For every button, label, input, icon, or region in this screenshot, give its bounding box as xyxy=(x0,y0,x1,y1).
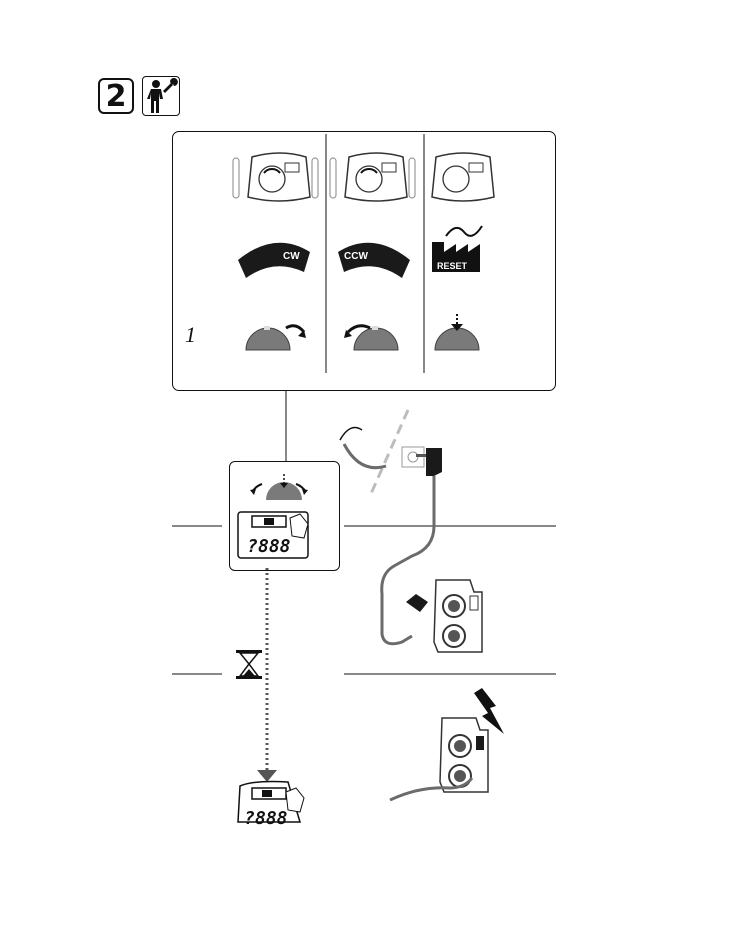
svg-text:888: 888 xyxy=(255,808,288,829)
knob-cw-icon xyxy=(246,326,306,350)
lcd-display-bottom: ? 888 xyxy=(238,782,304,830)
knob-ccw-icon xyxy=(344,326,398,350)
down-arrow-icon xyxy=(257,770,277,782)
dc-jack-plug xyxy=(406,594,428,612)
valve-actuator-bottom xyxy=(440,718,488,792)
power-cable xyxy=(382,476,434,644)
hourglass-icon xyxy=(236,650,262,679)
valve-device-ccw xyxy=(330,153,415,201)
knob-press-icon xyxy=(435,314,479,350)
valve-actuator-top xyxy=(434,580,482,652)
valve-device-reset xyxy=(432,153,494,201)
knob-detail-box xyxy=(229,461,340,571)
valve-device-cw xyxy=(233,153,318,201)
factory-reset-icon: RESET xyxy=(432,226,482,272)
svg-text:?: ? xyxy=(244,808,255,829)
cw-arc-icon: CW xyxy=(238,243,310,278)
svg-text:CW: CW xyxy=(283,251,300,262)
svg-text:RESET: RESET xyxy=(437,261,468,271)
ccw-arc-icon: CCW xyxy=(338,243,410,278)
svg-text:CCW: CCW xyxy=(344,251,368,262)
